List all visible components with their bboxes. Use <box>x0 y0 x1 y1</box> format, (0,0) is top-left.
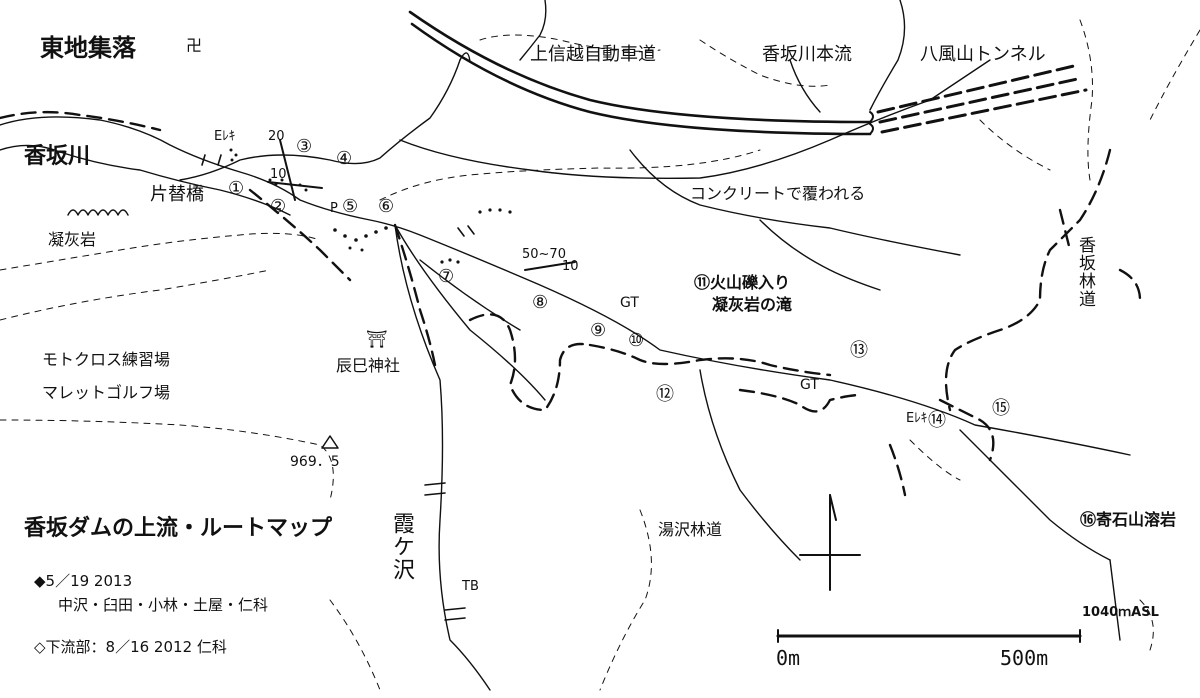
gt-label-1: GT <box>620 295 639 311</box>
survey-date: ◆5／19 2013 <box>34 572 133 590</box>
p-mark-label: P <box>330 201 338 216</box>
gravel-dots <box>229 148 512 264</box>
strike-10a-label: 10 <box>270 167 287 182</box>
asl-label: 1040ｍASL <box>1082 605 1159 620</box>
shrine-icon: ⛩ <box>366 330 388 350</box>
gt-label-2: GT <box>800 377 819 393</box>
peak-triangle <box>321 435 339 449</box>
bridge-label: 片替橋 <box>150 184 204 205</box>
station-4: ④ <box>336 148 353 169</box>
route-dashed <box>0 110 1142 497</box>
shrine-label: 辰巳神社 <box>336 356 401 375</box>
north-arrow <box>799 494 861 591</box>
station-2: ② <box>270 196 287 217</box>
tuff-label: 凝灰岩 <box>48 230 97 249</box>
survey-downstream: ◇下流部：8／16 2012 仁科 <box>34 638 227 656</box>
forest-road-kosaka-label: 香坂林道 <box>1075 236 1095 308</box>
expressway-label: 上信越自動車道 <box>530 44 656 65</box>
survey-members: 中沢・臼田・小林・土屋・仁科 <box>58 596 269 614</box>
mallet-golf-label: マレットゴルフ場 <box>42 383 171 402</box>
lava-label: ⑯寄石山溶岩 <box>1080 510 1177 529</box>
scale-end-label: 500m <box>1000 646 1049 670</box>
tunnel-line <box>876 63 1088 134</box>
station-9: ⑨ <box>590 320 607 341</box>
station-8: ⑧ <box>532 292 549 313</box>
temple-symbol: 卍 <box>186 36 203 55</box>
tunnel-label: 八風山トンネル <box>920 44 1046 65</box>
scale-start-label: 0m <box>776 646 801 670</box>
forest-roads-thin <box>0 19 1200 691</box>
kasumigasawa-label: 霞ケ沢 <box>389 512 414 581</box>
station-6: ⑥ <box>378 196 395 217</box>
tb-label: TB <box>462 579 479 594</box>
scale-bar <box>776 629 1082 643</box>
yuzawa-road-label: 湯沢林道 <box>658 520 723 539</box>
concrete-label: コンクリートで覆われる <box>690 184 866 203</box>
bridge-marks <box>201 154 475 621</box>
strike-10b-label: 10 <box>562 259 579 274</box>
station-13: ⑬ <box>850 340 868 361</box>
peak-elevation-label: 969．5 <box>290 454 340 470</box>
station-12: ⑫ <box>656 384 674 405</box>
station-14: ⑭ <box>928 410 946 431</box>
strike-20-label: 20 <box>268 129 285 144</box>
strike-50-70-label: 50~70 <box>522 247 566 262</box>
motocross-label: モトクロス練習場 <box>42 350 171 369</box>
tunnel-portal <box>869 111 874 135</box>
map-title: 香坂ダムの上流・ルートマップ <box>24 516 333 541</box>
station-1: ① <box>228 178 245 199</box>
tuff-symbols <box>67 209 129 216</box>
waterfall-label-line2: 凝灰岩の滝 <box>712 295 793 314</box>
waterfall-label-line1: ⑪火山礫入り <box>694 273 791 292</box>
expressway-line <box>408 10 872 136</box>
river-label: 香坂川 <box>24 144 91 169</box>
elh-label-1: Eﾚｷ <box>214 129 236 144</box>
main-stream-label: 香坂川本流 <box>762 44 852 65</box>
kosaka-river <box>0 0 1131 691</box>
station-5: ⑤ <box>342 196 359 217</box>
station-10: ⑩ <box>628 330 645 351</box>
village-label: 東地集落 <box>40 33 136 62</box>
elh-label-2: Eﾚｷ <box>906 411 928 426</box>
station-15: ⑮ <box>992 398 1010 419</box>
station-7: ⑦ <box>438 266 455 287</box>
station-3: ③ <box>296 136 313 157</box>
